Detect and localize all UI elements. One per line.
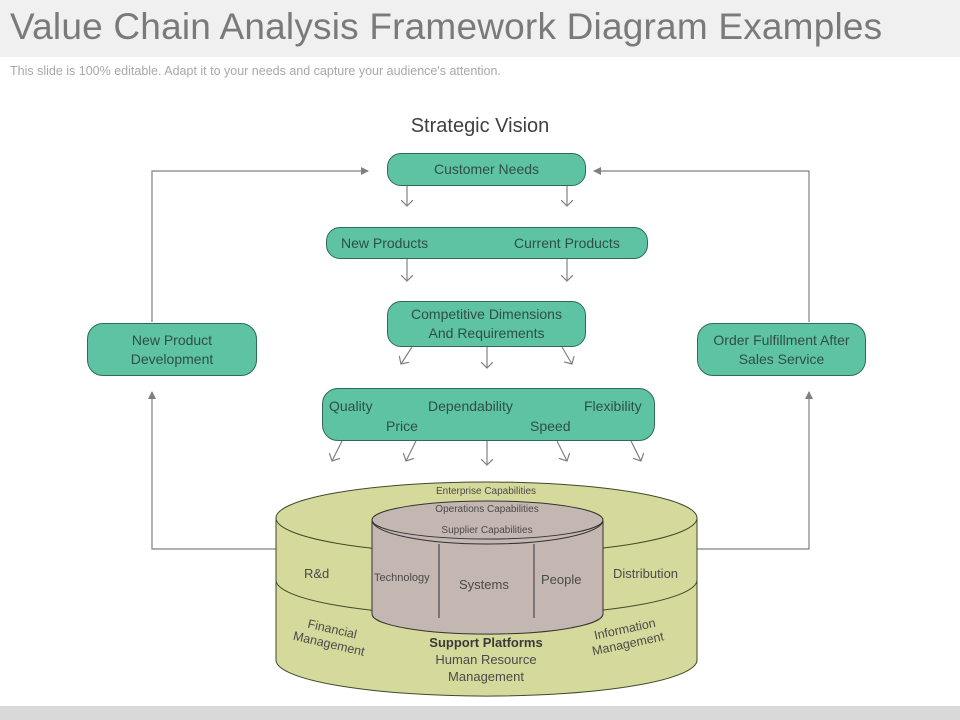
rd-label: R&d (304, 566, 330, 581)
feedback-line-right-top (593, 167, 810, 322)
competitive-line2: And Requirements (428, 325, 545, 341)
dimension-flexibility: Flexibility (584, 398, 642, 414)
technology-label: Technology (374, 572, 430, 584)
dimension-price: Price (386, 418, 418, 434)
distribution-label: Distribution (613, 566, 679, 581)
arrow-down (332, 440, 343, 461)
operations-capabilities-label: Operations Capabilities (435, 504, 539, 515)
strategic-vision-heading: Strategic Vision (410, 115, 550, 137)
order-fulfillment-box: Order Fulfillment After Sales Service (697, 323, 866, 376)
order-line2: Sales Service (738, 350, 825, 367)
page-title: Value Chain Analysis Framework Diagram E… (10, 6, 883, 47)
support-platforms-title: Support Platforms (429, 635, 543, 650)
new-product-development-box: New Product Development (87, 323, 257, 376)
dimension-dependability: Dependability (428, 398, 513, 414)
current-products-label: Current Products (514, 235, 620, 251)
support-platforms-group: Support Platforms Human Resource Managem… (429, 634, 542, 685)
dimension-speed: Speed (530, 418, 571, 434)
competitive-line1: Competitive Dimensions (411, 306, 562, 322)
competitive-dimensions-box: Competitive Dimensions And Requirements (387, 301, 586, 347)
arrow-down (406, 440, 417, 461)
customer-needs-box: Customer Needs (387, 153, 586, 186)
feedback-line-left-bottom (148, 391, 276, 550)
people-label: People (541, 572, 582, 587)
feedback-line-right-bottom (697, 391, 813, 550)
customer-needs-label: Customer Needs (433, 161, 540, 177)
inner-supplier-band (371, 519, 604, 545)
hr-line2: Management (448, 669, 524, 684)
products-box (326, 227, 648, 259)
arrow-down (401, 346, 413, 364)
dimensions-box (322, 388, 655, 441)
systems-label: Systems (459, 577, 509, 592)
supplier-capabilities-label: Supplier Capabilities (441, 525, 533, 536)
capabilities-cylinder (275, 481, 698, 697)
title-band (0, 0, 960, 57)
page-subtitle: This slide is 100% editable. Adapt it to… (10, 64, 501, 78)
new-products-label: New Products (341, 235, 429, 251)
dimension-quality: Quality (329, 398, 373, 414)
npd-line1: New Product (131, 331, 213, 348)
arrow-down (630, 440, 641, 461)
arrow-down (556, 440, 567, 461)
arrow-down (561, 346, 572, 364)
order-line1: Order Fulfillment After (713, 331, 850, 348)
inner-cylinder-body (371, 519, 604, 635)
npd-line2: Development (130, 350, 214, 367)
feedback-line-left-top (151, 167, 369, 322)
enterprise-capabilities-label: Enterprise Capabilities (435, 486, 537, 497)
hr-line1: Human Resource (435, 652, 537, 667)
footer-band (0, 706, 960, 720)
